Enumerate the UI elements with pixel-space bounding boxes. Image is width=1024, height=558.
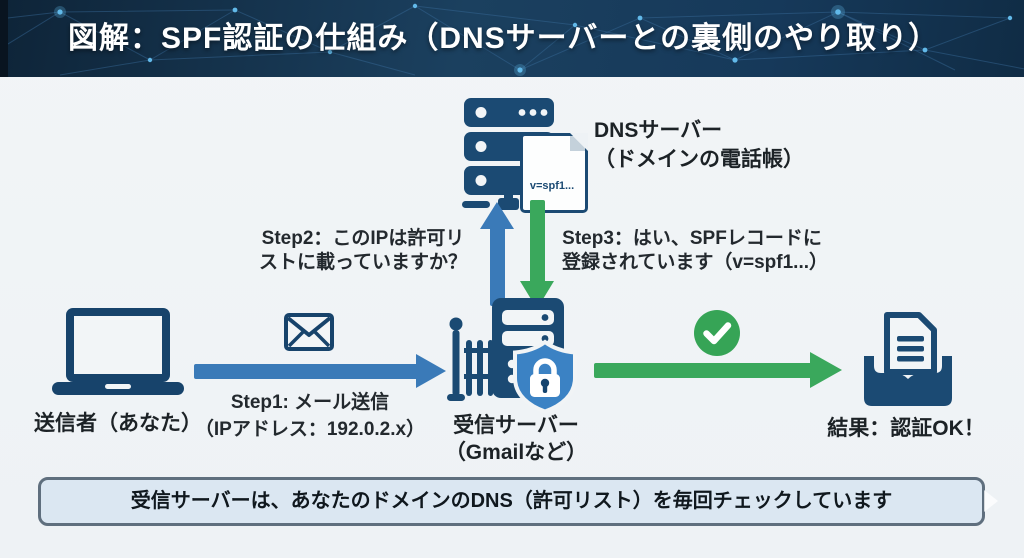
title-bar: 図解：SPF認証の仕組み（DNSサーバーとの裏側のやり取り） [0,0,1024,77]
receiver-label: 受信サーバー （Gmailなど） [423,412,609,466]
dns-label-line1: DNSサーバー [594,119,723,142]
spf-record-text: v=spf1... [529,180,575,192]
envelope-icon [284,313,334,351]
footer-note-text: 受信サーバーは、あなたのドメインのDNS（許可リスト）を毎回チェックしています [130,490,893,512]
spf-record-document-icon: v=spf1... [520,133,588,213]
step1-arrow-shaft [194,364,418,379]
query-arrow-up-head [480,202,514,229]
result-arrow-head [810,352,842,388]
step1-caption: Step1: メール送信 （IPアドレス：192.0.2.x） [190,389,430,443]
step2-line1: Step2：このIPは許可リ [261,228,465,249]
step3-line1: Step3：はい、SPFレコードに [562,228,822,249]
sender-laptop-icon [52,308,184,395]
inbox-result-icon [864,312,952,406]
left-edge-strip [0,0,8,77]
step2-caption: Step2：このIPは許可リ ストに載っていますか？ [258,227,468,275]
result-label: 結果：認証OK！ [827,417,985,440]
step3-line2: 登録されています（v=spf1...） [562,252,828,273]
result-arrow-shaft [594,363,812,378]
receiver-label-line2: （Gmailなど） [444,441,588,464]
next-chevron-overlay [984,490,998,512]
dns-label-line2: （ドメインの電話帳） [594,148,804,171]
footer-note-box: 受信サーバーは、あなたのドメインのDNS（許可リスト）を毎回チェックしています [38,477,985,526]
sender-label: 送信者（あなた） [34,412,202,435]
step2-line2: ストに載っていますか？ [258,252,468,273]
step1-arrow-head [416,354,446,388]
step3-caption: Step3：はい、SPFレコードに 登録されています（v=spf1...） [562,227,828,275]
receiver-label-line1: 受信サーバー [453,414,579,437]
dns-server-label: DNSサーバー （ドメインの電話帳） [594,116,804,174]
gate-fence-icon [447,317,493,401]
answer-arrow-shaft [530,200,545,283]
step1-line1: Step1: メール送信 [230,392,390,413]
page-title: 図解：SPF認証の仕組み（DNSサーバーとの裏側のやり取り） [68,22,940,55]
step1-line2: （IPアドレス：192.0.2.x） [194,419,426,440]
shield-lock-icon [513,339,577,414]
document-fold-corner [570,133,588,151]
check-circle-icon [694,310,740,356]
query-arrow-shaft [490,227,505,306]
network-pattern-decoration [0,3,1024,76]
